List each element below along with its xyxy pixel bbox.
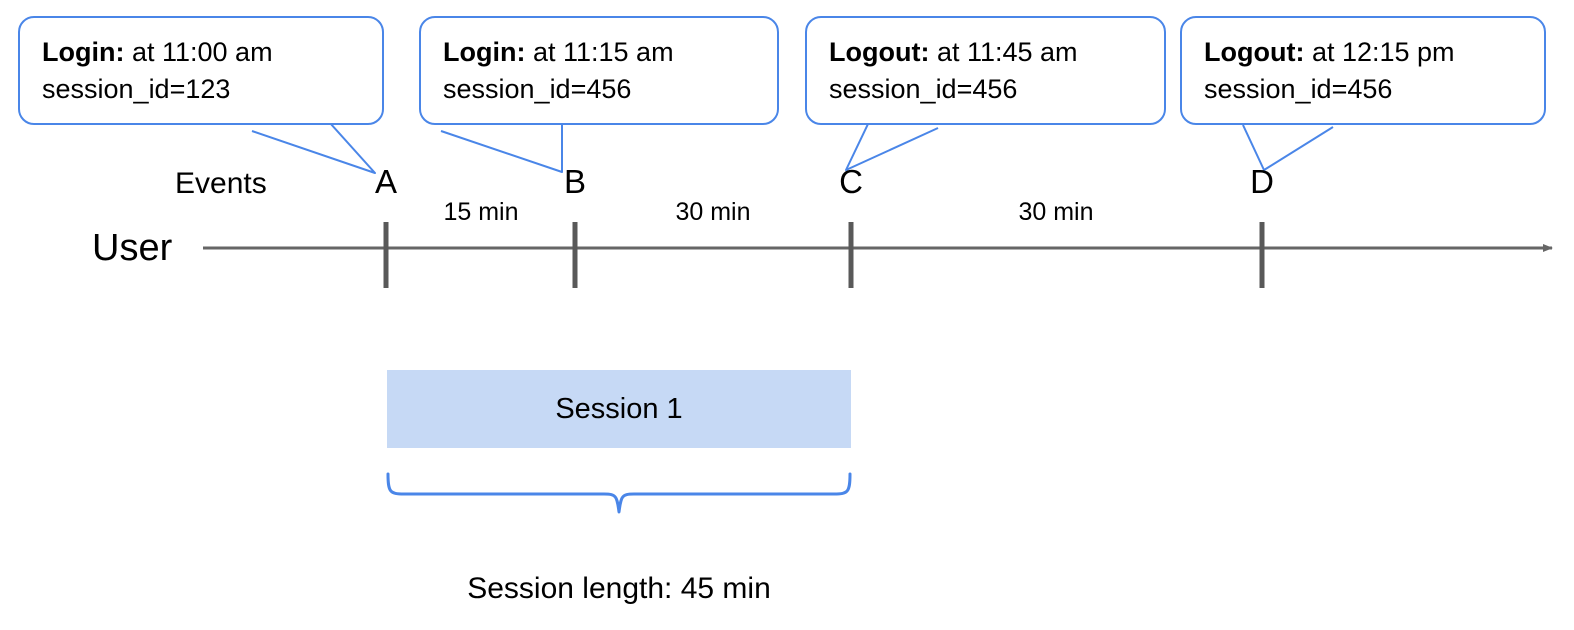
callout-c-line1: Logout: at 11:45 am bbox=[829, 34, 1144, 71]
user-lane-label: User bbox=[92, 227, 173, 269]
callout-tail-b bbox=[440, 124, 563, 173]
callout-event-b[interactable]: Login: at 11:15 am session_id=456 bbox=[419, 16, 779, 125]
session-length-caption: Session length: 45 min bbox=[467, 572, 771, 605]
callout-d-time: at 12:15 pm bbox=[1304, 37, 1455, 67]
callout-event-d[interactable]: Logout: at 12:15 pm session_id=456 bbox=[1180, 16, 1546, 125]
tick-label-b: B bbox=[563, 163, 586, 200]
interval-label-bc: 30 min bbox=[675, 198, 751, 226]
callout-a-time: at 11:00 am bbox=[124, 37, 273, 67]
callout-b-time: at 11:15 am bbox=[525, 37, 674, 67]
session-brace bbox=[386, 472, 852, 514]
callout-b-session: session_id=456 bbox=[443, 74, 632, 105]
callout-c-time: at 11:45 am bbox=[929, 37, 1078, 67]
callout-d-session: session_id=456 bbox=[1204, 74, 1393, 105]
callout-a-type: Login: bbox=[42, 37, 125, 67]
tick-label-a: A bbox=[374, 163, 397, 200]
interval-label-cd: 30 min bbox=[1018, 198, 1094, 226]
callout-d-type: Logout: bbox=[1204, 37, 1305, 67]
callout-a-session: session_id=123 bbox=[42, 74, 231, 105]
callout-c-session: session_id=456 bbox=[829, 74, 1018, 105]
callout-event-a[interactable]: Login: at 11:00 am session_id=123 bbox=[18, 16, 384, 125]
callout-c-type: Logout: bbox=[829, 37, 930, 67]
session-bar-label: Session 1 bbox=[555, 392, 683, 425]
interval-label-ab: 15 min bbox=[443, 198, 519, 226]
callout-d-line1: Logout: at 12:15 pm bbox=[1204, 34, 1524, 71]
callout-a-line1: Login: at 11:00 am bbox=[42, 34, 362, 71]
callout-b-type: Login: bbox=[443, 37, 526, 67]
callout-b-line1: Login: at 11:15 am bbox=[443, 34, 757, 71]
tick-label-c: C bbox=[839, 163, 863, 200]
events-lane-label: Events bbox=[175, 167, 267, 200]
callout-event-c[interactable]: Logout: at 11:45 am session_id=456 bbox=[805, 16, 1166, 125]
session-bar[interactable]: Session 1 bbox=[387, 370, 851, 448]
tick-label-d: D bbox=[1250, 163, 1274, 200]
